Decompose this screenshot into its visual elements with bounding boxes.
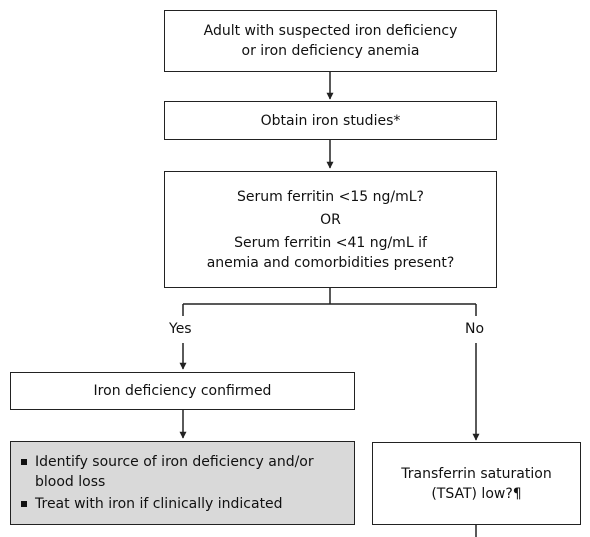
tsat-line-1: Transferrin saturation bbox=[401, 465, 552, 482]
action-item-treat-with-iron: Treat with iron if clinically indicated bbox=[21, 494, 330, 514]
iron-studies-node: Obtain iron studies* bbox=[164, 101, 497, 140]
ferritin-decision-node: Serum ferritin <15 ng/mL? OR Serum ferri… bbox=[164, 171, 497, 288]
action-item-identify-source: Identify source of iron deficiency and/o… bbox=[21, 452, 330, 492]
start-node-line-2: or iron deficiency anemia bbox=[241, 43, 420, 59]
actions-node: Identify source of iron deficiency and/o… bbox=[10, 441, 355, 525]
ferritin-line-3: Serum ferritin <41 ng/mL if bbox=[234, 234, 427, 251]
tsat-line-2: (TSAT) low?¶ bbox=[431, 485, 522, 502]
ferritin-line-4: anemia and comorbidities present? bbox=[206, 254, 455, 271]
tsat-decision-node: Transferrin saturation (TSAT) low?¶ bbox=[372, 442, 581, 525]
iron-deficiency-confirmed-node: Iron deficiency confirmed bbox=[10, 372, 355, 410]
no-branch-label: No bbox=[465, 321, 485, 337]
ferritin-or: OR bbox=[320, 211, 341, 228]
ferritin-line-1: Serum ferritin <15 ng/mL? bbox=[237, 188, 424, 205]
iron-studies-label: Obtain iron studies* bbox=[260, 112, 401, 129]
yes-branch-label: Yes bbox=[169, 321, 192, 337]
start-node-line-1: Adult with suspected iron deficiency bbox=[203, 23, 458, 39]
start-node: Adult with suspected iron deficiency or … bbox=[164, 10, 497, 72]
actions-list: Identify source of iron deficiency and/o… bbox=[11, 450, 330, 516]
confirmed-label: Iron deficiency confirmed bbox=[93, 383, 272, 399]
